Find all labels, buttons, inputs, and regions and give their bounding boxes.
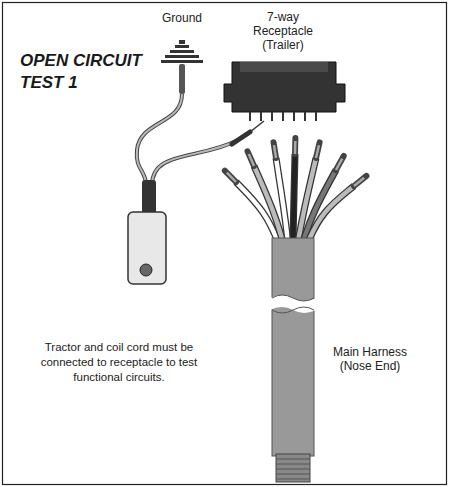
wire-terminal	[336, 156, 344, 170]
wire	[308, 186, 354, 242]
rib	[276, 459, 310, 460]
probe-lead	[152, 140, 238, 185]
wire-terminal	[227, 173, 236, 182]
wire-terminal	[294, 141, 297, 154]
wire-terminal	[354, 178, 364, 186]
wire-terminal	[274, 142, 276, 158]
pin	[260, 112, 262, 121]
harness-label: Main Harness (Nose End)	[325, 345, 415, 373]
wire-terminal	[292, 138, 298, 154]
rib	[276, 479, 310, 480]
connector-ribs	[276, 459, 310, 479]
wire-terminal	[336, 159, 342, 170]
pin	[304, 112, 306, 121]
probe-lead	[152, 140, 238, 185]
pin	[315, 112, 317, 121]
wire-terminal	[248, 151, 254, 166]
wire-terminal	[316, 145, 319, 158]
wire	[293, 154, 295, 242]
rib	[276, 474, 310, 475]
wire	[293, 154, 295, 242]
tester-body	[128, 212, 166, 284]
note-text: Tractor and coil cord must be connected …	[24, 340, 214, 385]
diagram-title: OPEN CIRCUIT TEST 1	[20, 50, 155, 94]
pin	[249, 112, 251, 121]
ground-lead	[137, 94, 182, 185]
wire-terminal	[225, 171, 236, 182]
wire	[276, 158, 288, 242]
pin	[271, 112, 273, 121]
wire-terminal	[354, 176, 366, 186]
ground-label: Ground	[157, 11, 207, 25]
receptacle-pins	[250, 112, 316, 121]
main-harness	[270, 238, 316, 482]
receptacle	[224, 62, 345, 112]
pin	[282, 112, 284, 121]
rib	[276, 464, 310, 465]
tester-collar	[142, 180, 156, 216]
rib	[276, 469, 310, 470]
wire-terminal	[274, 145, 276, 158]
harness-wires	[225, 138, 367, 242]
wire	[308, 186, 354, 242]
tester-light	[140, 264, 152, 276]
probe-handle	[232, 132, 250, 144]
wire	[276, 158, 288, 242]
receptacle-label: 7-way Receptacle (Trailer)	[243, 10, 323, 52]
frame	[3, 3, 447, 485]
ground-lead	[137, 94, 182, 185]
ground-symbol	[161, 40, 203, 94]
probe-tip	[250, 121, 264, 132]
pin	[293, 112, 295, 121]
wire-terminal	[316, 142, 320, 158]
wire-terminal	[249, 154, 254, 166]
